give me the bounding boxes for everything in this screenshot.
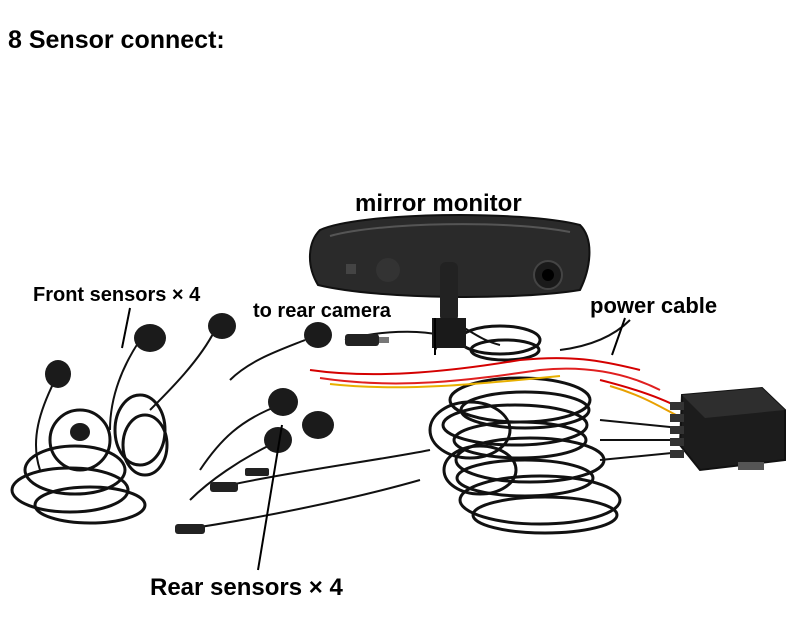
cable-coils [10, 324, 622, 535]
mirror-monitor [309, 214, 591, 348]
power-cable-label: power cable [590, 293, 718, 318]
rear-sensors-label: Rear sensors × 4 [150, 574, 343, 601]
rear-sensors [264, 322, 334, 453]
mirror-monitor-label: mirror monitor [355, 190, 522, 217]
front-sensors-label: Front sensors × 4 [33, 284, 201, 306]
front-sensors [45, 313, 236, 441]
control-box [670, 386, 786, 472]
cable-connectors [175, 468, 269, 534]
rear-camera-label: to rear camera [253, 300, 391, 322]
page-title: 8 Sensor connect: [8, 26, 225, 54]
pointer-lines [121, 307, 626, 571]
rear-camera-connector [345, 334, 389, 346]
